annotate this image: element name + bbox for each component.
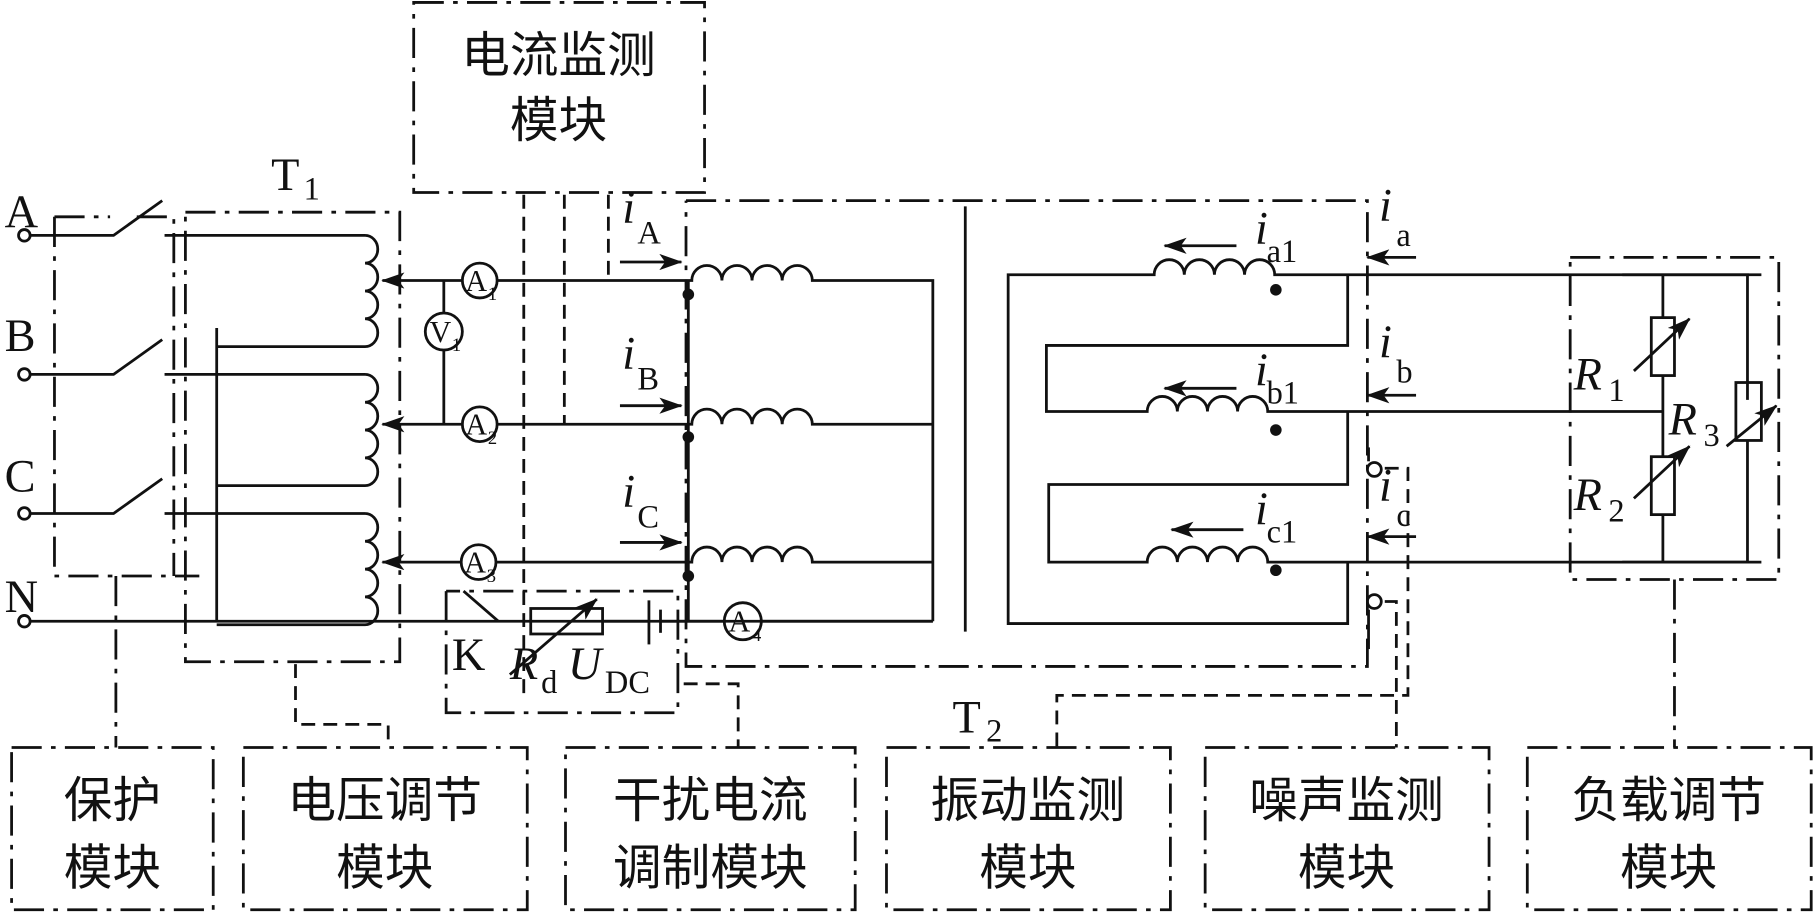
protection-module: 保护 模块 xyxy=(10,746,215,912)
svg-text:i: i xyxy=(1379,180,1392,231)
svg-text:i: i xyxy=(1255,484,1268,535)
svg-text:A: A xyxy=(728,605,750,639)
svg-text:电压调节: 电压调节 xyxy=(287,773,482,829)
svg-text:DC: DC xyxy=(605,665,650,701)
t1-label: T xyxy=(271,150,299,201)
svg-text:V: V xyxy=(429,315,451,349)
meter-a4: A 4 xyxy=(722,601,933,646)
svg-text:i: i xyxy=(1255,203,1268,254)
svg-text:1: 1 xyxy=(488,284,497,305)
svg-text:A: A xyxy=(465,408,487,442)
svg-text:i: i xyxy=(1379,317,1392,368)
terminal-b xyxy=(17,367,32,382)
svg-text:R: R xyxy=(1573,470,1602,521)
svg-text:i: i xyxy=(622,467,635,518)
svg-text:b: b xyxy=(1396,355,1412,391)
svg-text:d: d xyxy=(541,665,557,701)
svg-text:C: C xyxy=(637,499,659,535)
current-monitor-module: 电流监测 模块 xyxy=(412,1,706,696)
svg-text:A: A xyxy=(637,215,661,251)
svg-text:A: A xyxy=(464,546,486,580)
interference-modulation-module: 干扰电流 调制模块 xyxy=(564,746,857,912)
module-connections xyxy=(114,466,1676,748)
svg-text:3: 3 xyxy=(487,566,496,587)
noise-monitor-module: 噪声监测 模块 xyxy=(1203,746,1491,912)
svg-text:3: 3 xyxy=(1703,418,1719,454)
svg-text:A: A xyxy=(465,264,487,298)
svg-text:1: 1 xyxy=(1608,373,1624,409)
svg-text:i: i xyxy=(1379,461,1392,512)
svg-text:c: c xyxy=(1396,498,1410,534)
load-regulation-module: 负载调节 模块 xyxy=(1525,746,1813,912)
svg-text:R: R xyxy=(509,639,538,690)
t1-sub: 1 xyxy=(304,171,320,207)
svg-text:i: i xyxy=(622,329,635,380)
svg-text:4: 4 xyxy=(752,625,761,646)
svg-text:调制模块: 调制模块 xyxy=(613,840,808,896)
terminal-b-label: B xyxy=(5,311,36,362)
svg-text:模块: 模块 xyxy=(1298,840,1395,896)
svg-text:保护: 保护 xyxy=(64,773,161,829)
svg-text:2: 2 xyxy=(1608,494,1624,530)
transformer-t2: T 2 i A i B i C i a1 i b1 i c xyxy=(619,180,1762,750)
meter-a1: A 1 xyxy=(460,261,499,305)
meter-a2: A 2 xyxy=(460,405,499,449)
meter-a3: A 3 xyxy=(459,543,498,587)
vibration-monitor-module: 振动监测 模块 xyxy=(885,746,1172,912)
phase-terminals: A B C N xyxy=(5,187,39,629)
svg-text:2: 2 xyxy=(488,428,497,449)
svg-text:模块: 模块 xyxy=(64,840,161,896)
terminal-c xyxy=(17,506,32,521)
t1-coil-c xyxy=(216,512,380,627)
terminal-c-label: C xyxy=(5,451,36,502)
svg-text:噪声监测: 噪声监测 xyxy=(1249,773,1444,829)
svg-text:模块: 模块 xyxy=(1620,840,1717,896)
svg-text:模块: 模块 xyxy=(979,840,1076,896)
t2-sub: 2 xyxy=(986,714,1002,750)
t1-tap-lines xyxy=(381,272,687,571)
svg-text:i: i xyxy=(622,183,635,234)
svg-text:负载调节: 负载调节 xyxy=(1571,773,1766,829)
transformer-t1: T 1 xyxy=(184,150,402,664)
svg-text:a1: a1 xyxy=(1267,234,1298,270)
svg-text:i: i xyxy=(1255,345,1268,396)
svg-text:c1: c1 xyxy=(1267,514,1298,550)
current-monitor-label-line1: 电流监测 xyxy=(461,28,656,84)
svg-text:B: B xyxy=(637,361,659,397)
current-monitor-label-line2: 模块 xyxy=(510,93,607,149)
t1-coil-a xyxy=(216,233,380,348)
load-resistors: R 1 R 2 R 3 xyxy=(1568,255,1781,581)
svg-text:b1: b1 xyxy=(1267,375,1299,411)
svg-text:干扰电流: 干扰电流 xyxy=(613,773,808,829)
svg-text:a: a xyxy=(1396,218,1410,254)
voltage-regulation-module: 电压调节 模块 xyxy=(241,746,529,912)
meter-v1: V 1 xyxy=(423,311,464,356)
svg-text:R: R xyxy=(1668,395,1697,446)
svg-text:1: 1 xyxy=(452,335,461,356)
svg-text:U: U xyxy=(568,639,604,690)
t2-label: T xyxy=(953,692,981,743)
svg-text:模块: 模块 xyxy=(336,840,433,896)
svg-text:振动监测: 振动监测 xyxy=(931,773,1126,829)
t1-coil-b xyxy=(216,373,380,488)
dc-injection-circuit: K R d U DC xyxy=(444,589,725,715)
terminal-n-label: N xyxy=(5,572,38,623)
switch-k-label: K xyxy=(452,630,485,681)
svg-text:R: R xyxy=(1573,349,1602,400)
